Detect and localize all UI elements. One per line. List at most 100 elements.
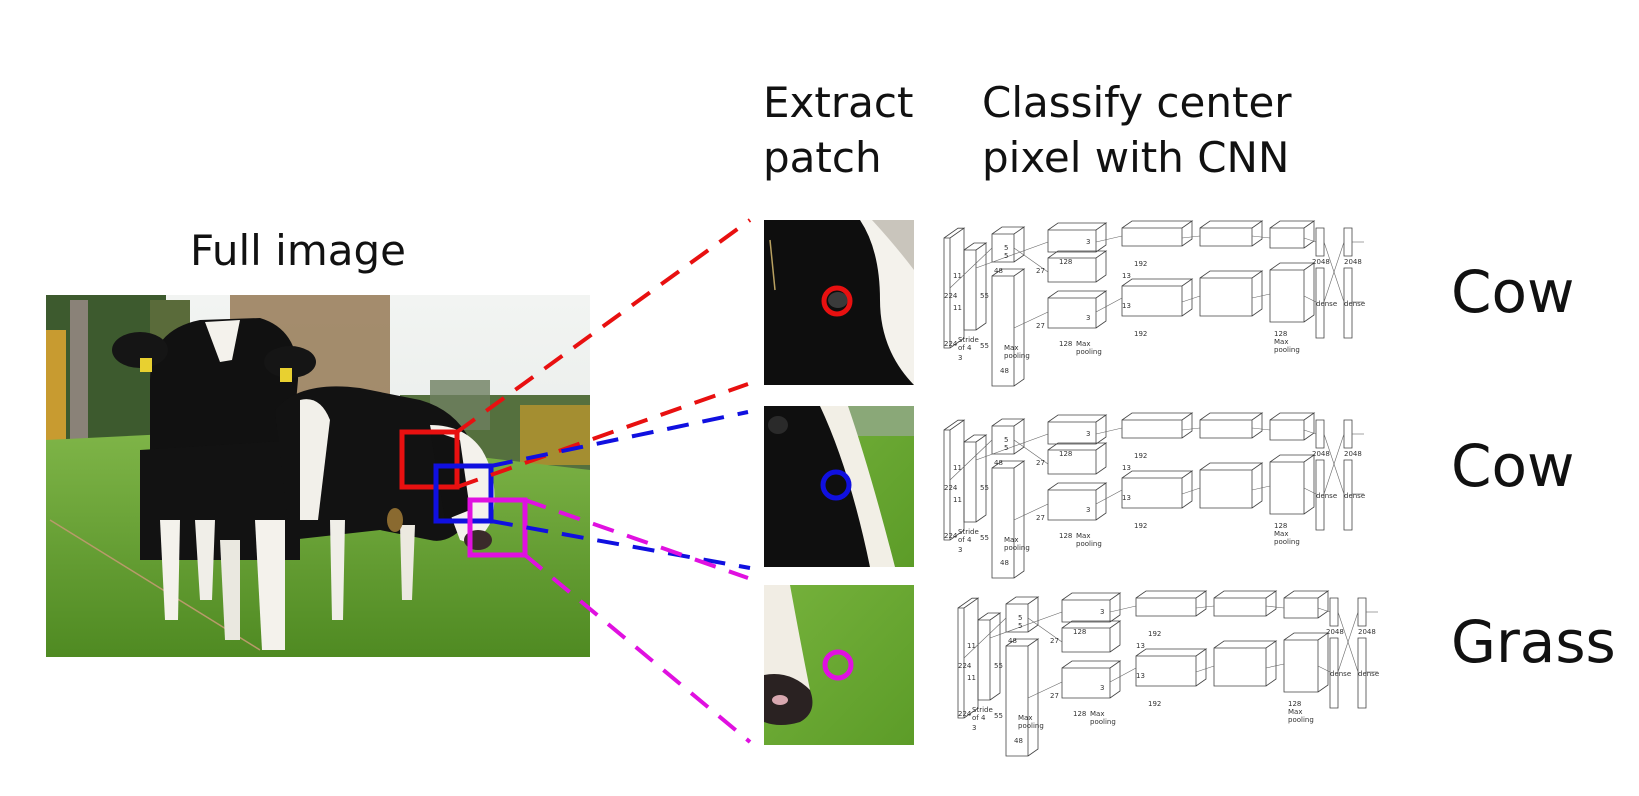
cnn-link-10 — [1303, 237, 1317, 243]
cnn-link-9 — [1251, 293, 1271, 299]
magenta-connector-bottom — [523, 553, 752, 744]
cnn-label-10: 27 — [1050, 637, 1059, 645]
cnn-conv2-top — [1005, 596, 1040, 633]
cnn-label-10: 27 — [1036, 459, 1045, 467]
cnn-label-26: of 4 — [958, 344, 972, 352]
cnn-label-21: 2048 — [1326, 628, 1344, 636]
cnn-label-27: Max — [1018, 714, 1032, 722]
cnn-label-33: 48 — [1000, 559, 1009, 567]
patch-2-center-marker — [820, 469, 852, 501]
cnn-label-0: 224 — [958, 662, 972, 670]
classify-label: Classify center pixel with CNN — [982, 76, 1322, 185]
cnn-label-30: pooling — [1090, 718, 1116, 726]
cnn-link-13 — [1337, 611, 1359, 673]
cnn-label-17: 13 — [1122, 302, 1131, 310]
cnn-label-4: 11 — [953, 304, 962, 312]
cnn-conv6-top — [1269, 220, 1316, 249]
cnn-conv3-top — [1047, 222, 1108, 253]
cnn-dense-1-bottom — [1315, 267, 1325, 339]
cnn-conv5-bottom — [1199, 462, 1264, 509]
cnn-label-0: 224 — [944, 484, 958, 492]
class-label-row-3: Grass — [1451, 608, 1616, 676]
cnn-label-19: 192 — [1134, 330, 1147, 338]
cnn-label-31: Max — [1274, 338, 1288, 346]
cnn-label-12: 128 — [1059, 258, 1072, 266]
cnn-link-6 — [1181, 235, 1201, 239]
cnn-link-2 — [1027, 617, 1063, 643]
cnn-label-13: 128 — [1073, 710, 1086, 718]
cnn-label-24: dense — [1344, 492, 1365, 500]
cnn-label-18: 192 — [1134, 452, 1147, 460]
cnn-conv4-top — [1135, 590, 1208, 617]
cnn-diagram-1: 2242243111155554855272712812833131319219… — [943, 220, 1365, 387]
cnn-label-16: 13 — [1122, 272, 1131, 280]
cnn-link-1 — [975, 433, 1049, 461]
cnn-conv4-top — [1121, 412, 1194, 439]
cnn-label-28: pooling — [1018, 722, 1044, 730]
red-patch-box — [399, 429, 460, 490]
cnn-link-13 — [1323, 241, 1345, 303]
extract-line-2: patch — [763, 132, 882, 182]
cnn-label-26: of 4 — [972, 714, 986, 722]
cnn-conv4-bottom — [1121, 470, 1194, 509]
cnn-label-24: dense — [1358, 670, 1379, 678]
cnn-label-7: 48 — [1008, 637, 1017, 645]
cnn-link-5 — [1095, 297, 1123, 313]
cnn-label-1: 224 — [958, 710, 972, 718]
cnn-input-layer — [943, 419, 966, 541]
cnn-label-20: 128 — [1274, 330, 1287, 338]
cnn-label-31: Max — [1274, 530, 1288, 538]
cnn-label-23: dense — [1316, 492, 1337, 500]
classify-line-1: Classify center — [982, 78, 1292, 127]
cnn-label-28: pooling — [1004, 544, 1030, 552]
cnn-link-7 — [1181, 295, 1201, 303]
cnn-link-8 — [1251, 235, 1271, 239]
cnn-link-4 — [1109, 605, 1137, 613]
patch-3-center-marker — [822, 649, 854, 681]
cnn-link-0 — [949, 247, 993, 289]
cnn-label-15: 3 — [1086, 506, 1090, 514]
cnn-label-16: 13 — [1122, 464, 1131, 472]
cnn-label-8: 5 — [1004, 436, 1008, 444]
cnn-label-30: pooling — [1076, 540, 1102, 548]
cnn-label-6: 55 — [980, 534, 989, 542]
cnn-link-9 — [1251, 485, 1271, 491]
cnn-label-12: 128 — [1073, 628, 1086, 636]
cnn-label-29: Max — [1076, 532, 1090, 540]
cnn-conv4-top — [1121, 220, 1194, 247]
cnn-label-20: 128 — [1274, 522, 1287, 530]
red-connector-top — [455, 218, 752, 434]
blue-patch-box — [433, 463, 494, 524]
cnn-label-19: 192 — [1148, 700, 1161, 708]
cnn-link-2 — [1013, 247, 1049, 273]
connector-lines — [455, 218, 752, 744]
cnn-input-layer — [957, 597, 980, 719]
cnn-label-9: 5 — [1004, 444, 1008, 452]
patch-1 — [764, 220, 914, 385]
cnn-label-5: 55 — [980, 484, 989, 492]
cnn-conv1-top — [963, 242, 988, 331]
cnn-link-4 — [1095, 235, 1123, 243]
cnn-dense-2-top — [1343, 227, 1353, 257]
cnn-label-28: pooling — [1004, 352, 1030, 360]
cnn-link-0 — [949, 439, 993, 481]
cnn-dense-1-bottom — [1329, 637, 1339, 709]
cnn-link-7 — [1195, 665, 1215, 673]
cnn-label-25: Stride — [958, 528, 979, 536]
cnn-label-2: 3 — [972, 724, 976, 732]
cnn-link-9 — [1265, 663, 1285, 669]
cnn-label-22: 2048 — [1358, 628, 1376, 636]
cnn-dense-2-bottom — [1343, 459, 1353, 531]
cnn-label-25: Stride — [972, 706, 993, 714]
cnn-conv2-top — [991, 418, 1026, 455]
cnn-conv3-top — [1047, 414, 1108, 445]
cnn-label-0: 224 — [944, 292, 958, 300]
cnn-link-2 — [1013, 439, 1049, 465]
cnn-label-32: pooling — [1274, 346, 1300, 354]
cnn-label-33: 48 — [1014, 737, 1023, 745]
cnn-label-32: pooling — [1274, 538, 1300, 546]
cnn-label-23: dense — [1316, 300, 1337, 308]
cnn-conv1-top — [963, 434, 988, 523]
cnn-dense-1-top — [1315, 419, 1325, 449]
cnn-diagram-2: 2242243111155554855272712812833131319219… — [943, 412, 1365, 579]
